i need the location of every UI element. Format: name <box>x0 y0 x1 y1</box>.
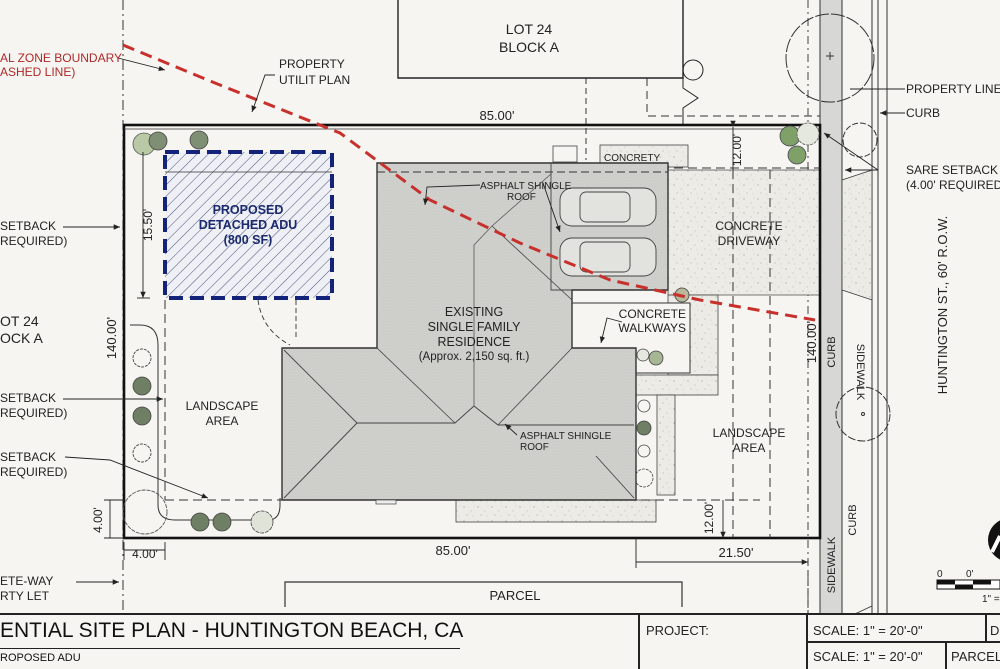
zone-boundary-label: AL ZONE BOUNDARY <box>0 51 122 65</box>
scale-field-2: SCALE: 1" = 20'-0" <box>813 649 923 664</box>
parcel-outline <box>284 581 683 607</box>
dimension-lines <box>104 120 808 568</box>
dim-corner-h: 4.00' <box>132 547 158 561</box>
svg-text:RESIDENCE: RESIDENCE <box>438 335 511 349</box>
setback-label-a: SETBACK <box>0 219 56 233</box>
dim-corner-v: 4.00' <box>91 507 105 533</box>
sheet-subtitle: ROPOSED ADU <box>0 652 81 664</box>
svg-text:ASHED LINE): ASHED LINE) <box>0 65 75 79</box>
landscape-right-label: LANDSCAPE <box>713 426 786 440</box>
sidewalk-bottom-label: SIDEWALK <box>826 536 838 593</box>
svg-text:REQUIRED): REQUIRED) <box>0 465 67 479</box>
svg-text:ROOF: ROOF <box>520 442 549 453</box>
svg-text:RTY LET: RTY LET <box>0 589 50 603</box>
street-trees <box>785 13 891 442</box>
title-block: ENTIAL SITE PLAN - HUNTINGTON BEACH, CA … <box>0 613 1000 669</box>
concrete-areas <box>455 144 821 523</box>
sheet-title: ENTIAL SITE PLAN - HUNTINGTON BEACH, CA <box>0 619 464 642</box>
driveway-label: CONCRETE <box>715 219 782 233</box>
property-boundary <box>122 123 822 540</box>
svg-text:(800 SF): (800 SF) <box>224 233 273 247</box>
scale-bar <box>936 579 1000 590</box>
sidewalk-mid-label: SIDEWALK <box>854 344 866 401</box>
north-arrow <box>988 520 1000 560</box>
leader-lines <box>63 57 905 585</box>
setback-label-c: SETBACK <box>0 450 56 464</box>
side-setback-label: SARE SETBACK <box>906 163 998 177</box>
curb-mid-label: CURB <box>826 336 838 367</box>
landscape-left-label: LANDSCAPE <box>186 399 259 413</box>
lot-top-label: LOT 24 <box>506 21 553 37</box>
adu-label: PROPOSED <box>213 203 284 217</box>
street-right-of-way <box>807 0 888 667</box>
svg-text:WALKWAYS: WALKWAYS <box>618 321 686 335</box>
dim-top-width: 85.00' <box>479 108 514 123</box>
scale-bar-tick: 0' <box>966 569 974 580</box>
residence-label: EXISTING <box>445 305 503 319</box>
dim-left-depth: 140.00' <box>104 317 119 359</box>
svg-text:DETACHED ADU: DETACHED ADU <box>199 218 298 232</box>
scale-field-1: SCALE: 1" = 20'-0" <box>813 623 923 638</box>
walkways-label: CONCRETE <box>619 307 686 321</box>
dim-front-setback-bottom: 12.00' <box>702 502 716 534</box>
roof-label-top: ASPHALT SHINGLE <box>480 181 572 192</box>
dim-right-offset: 21.50' <box>718 545 753 560</box>
drawing-field: D <box>990 623 1000 638</box>
project-label: PROJECT: <box>646 623 709 638</box>
parcel-field: PARCEL <box>951 649 1000 664</box>
dim-adu-depth: 15.50' <box>141 209 155 241</box>
setback-label-b: SETBACK <box>0 391 56 405</box>
svg-text:(Approx. 2,150 sq. ft.): (Approx. 2,150 sq. ft.) <box>419 351 530 363</box>
svg-text:SINGLE FAMILY: SINGLE FAMILY <box>428 320 522 334</box>
svg-text:REQUIRED): REQUIRED) <box>0 234 67 248</box>
dim-front-setback-top: 12.00' <box>730 134 744 166</box>
lot-left-label: OT 24 <box>0 313 39 329</box>
svg-text:REQUIRED): REQUIRED) <box>0 406 67 420</box>
left-planter-edge <box>130 324 281 521</box>
garage-cars <box>559 187 657 277</box>
street-label: HUNTINGTON ST., 60' R.O.W. <box>935 216 950 394</box>
dim-bottom-width: 85.00' <box>435 543 470 558</box>
svg-text:(4.00' REQUIRED): (4.00' REQUIRED) <box>906 178 1000 192</box>
roof-label-bottom: ASPHALT SHINGLE <box>520 431 612 442</box>
dim-right-depth: 140.00' <box>804 321 819 363</box>
scale-bar-zero: 0 <box>937 569 943 580</box>
curb-label: CURB <box>906 106 940 120</box>
scale-bar-note: 1" = <box>982 594 1000 605</box>
svg-text:AREA: AREA <box>206 414 239 428</box>
svg-text:AREA: AREA <box>733 441 766 455</box>
svg-text:OCK A: OCK A <box>0 330 43 346</box>
curb-bottom-label: CURB <box>847 504 859 535</box>
concrety-label: CONCRETY <box>604 153 660 164</box>
svg-text:ROOF: ROOF <box>507 192 536 203</box>
concrete-way-label: ETE-WAY <box>0 574 53 588</box>
proposed-adu <box>163 150 334 346</box>
zone-boundary-line <box>122 43 816 322</box>
shrubs <box>122 122 820 535</box>
svg-text:UTILIT PLAN: UTILIT PLAN <box>279 73 350 87</box>
parcel-label: PARCEL <box>489 588 540 603</box>
svg-text:BLOCK A: BLOCK A <box>499 39 560 55</box>
neighbor-lot-top <box>397 0 820 125</box>
svg-text:DRIVEWAY: DRIVEWAY <box>718 234 781 248</box>
property-utility-label: PROPERTY <box>279 57 345 71</box>
property-line-label: PROPERTY LINE <box>906 82 1000 96</box>
